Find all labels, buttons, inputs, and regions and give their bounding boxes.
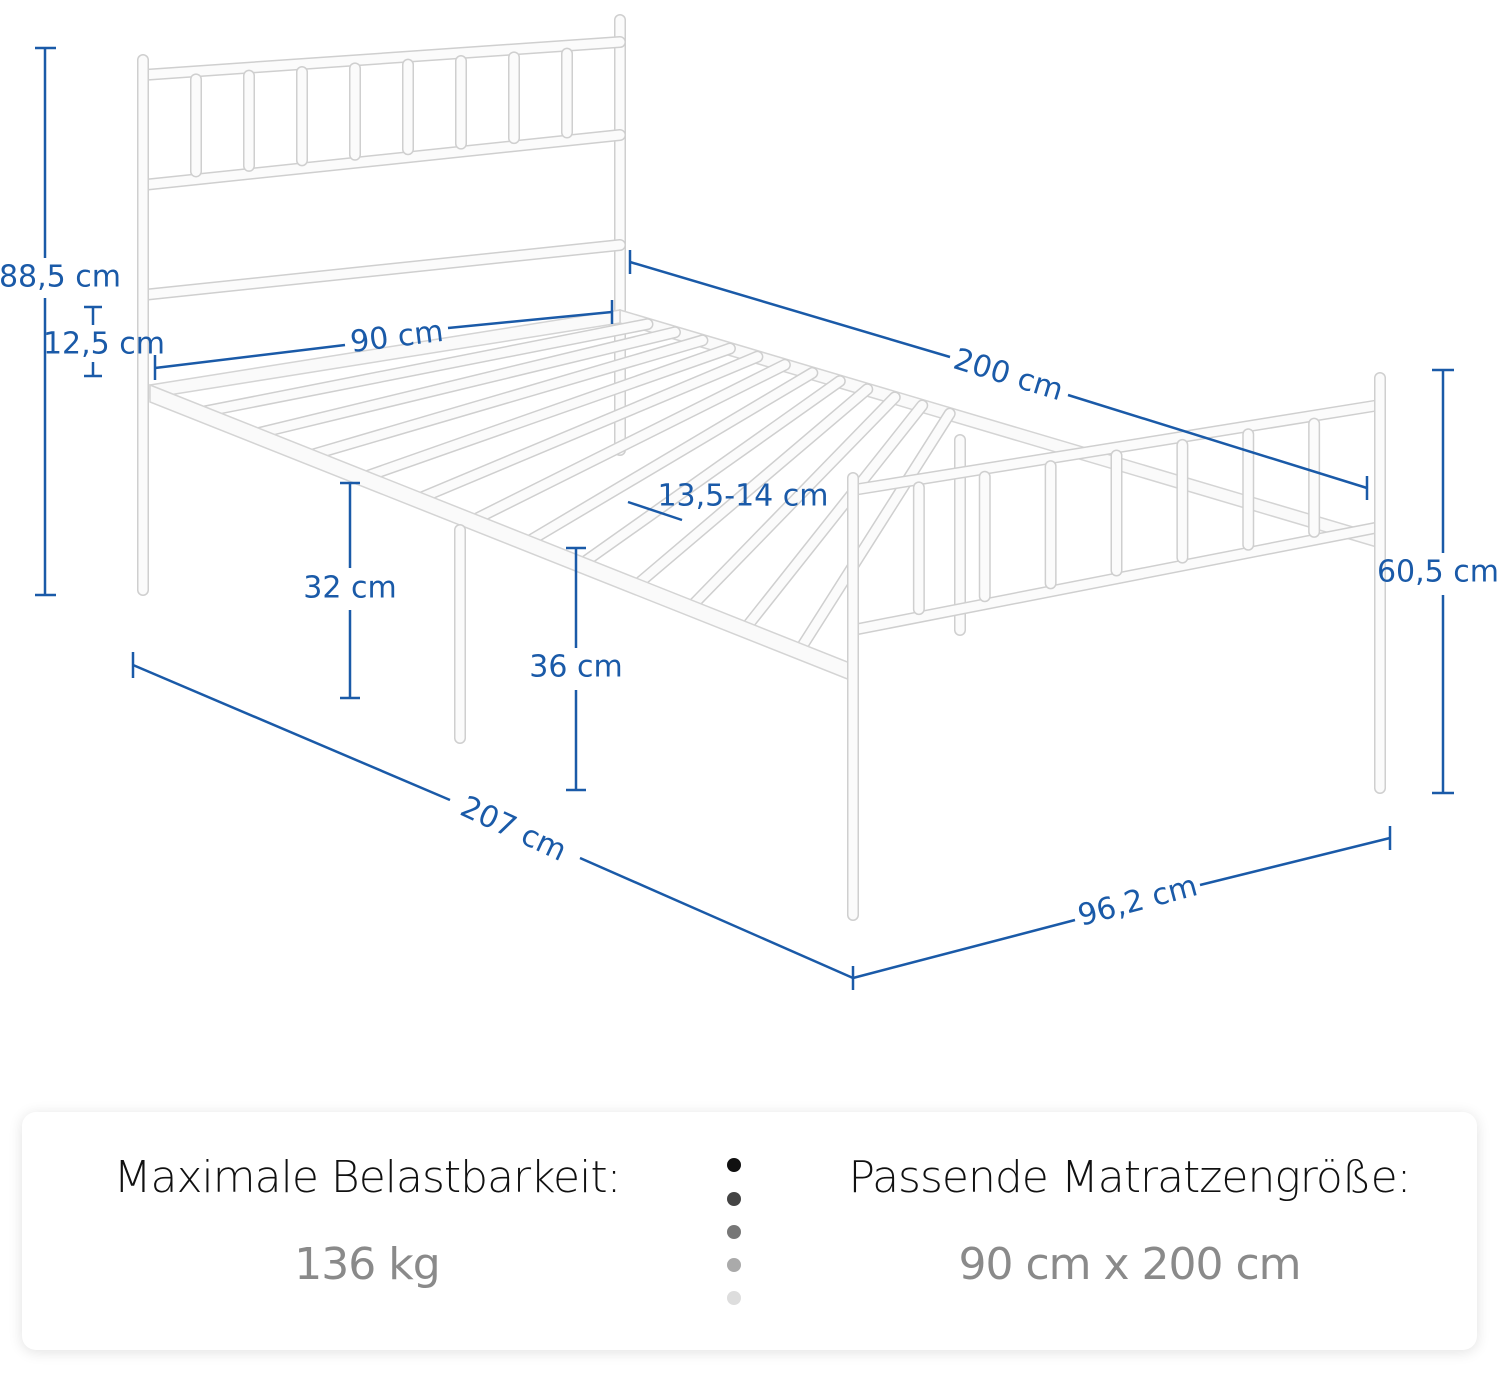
label-total-height: 88,5 cm <box>0 260 121 295</box>
label-total-width: 96,2 cm <box>1074 868 1201 933</box>
dimension-footboard-height: 60,5 cm <box>1377 368 1499 795</box>
bed-slat <box>416 352 762 503</box>
label-headboard-gap: 12,5 cm <box>43 327 165 362</box>
label-slat-spacing: 13,5-14 cm <box>657 479 828 514</box>
bed-slat <box>470 360 790 524</box>
dimension-total-length: 207 cm <box>131 652 854 980</box>
max-load-section: Maximale Belastbarkeit: 136 kg <box>22 1152 712 1290</box>
mattress-size-label: Passende Matratzengröße: <box>848 1152 1412 1203</box>
bed-slat <box>199 319 652 417</box>
specs-card: Maximale Belastbarkeit: 136 kg Passende … <box>22 1112 1477 1350</box>
dimension-slat-spacing: 13,5-14 cm <box>627 479 829 522</box>
bed-slat <box>796 409 955 653</box>
bed-slat <box>362 344 735 481</box>
divider-dot <box>727 1192 741 1206</box>
max-load-value: 136 kg <box>294 1239 440 1290</box>
label-footboard-height: 60,5 cm <box>1377 555 1499 590</box>
mattress-size-section: Passende Matratzengröße: 90 cm x 200 cm <box>782 1152 1477 1290</box>
bed-slat <box>633 384 872 589</box>
bed-slat <box>579 376 845 567</box>
max-load-label: Maximale Belastbarkeit: <box>113 1152 622 1203</box>
label-under-bed-clearance: 32 cm <box>303 571 396 606</box>
bed-slat <box>253 327 680 438</box>
dimension-total-width: 96,2 cm <box>851 826 1392 990</box>
label-frame-height: 36 cm <box>529 650 622 685</box>
bed-slat <box>525 368 817 546</box>
dimension-headboard-gap: 12,5 cm <box>43 305 165 378</box>
mattress-size-value: 90 cm x 200 cm <box>958 1239 1301 1290</box>
bed-dimension-diagram: 88,5 cm 12,5 cm 90 cm 200 cm 13,5-14 cm … <box>0 14 1499 990</box>
divider-dot <box>727 1158 741 1172</box>
label-inner-length: 200 cm <box>949 342 1067 408</box>
divider-dot <box>727 1225 741 1239</box>
bed-slat <box>742 400 927 632</box>
dimension-under-bed-clearance: 32 cm <box>303 481 397 700</box>
bed-slat <box>687 392 900 610</box>
label-total-length: 207 cm <box>455 789 572 868</box>
dimension-frame-height: 36 cm <box>529 546 623 792</box>
divider-dot <box>727 1258 741 1272</box>
divider-dot <box>727 1291 741 1305</box>
bed-frame-illustration <box>137 14 1386 921</box>
dimension-total-height: 88,5 cm <box>0 46 121 597</box>
bed-slat <box>308 335 707 460</box>
